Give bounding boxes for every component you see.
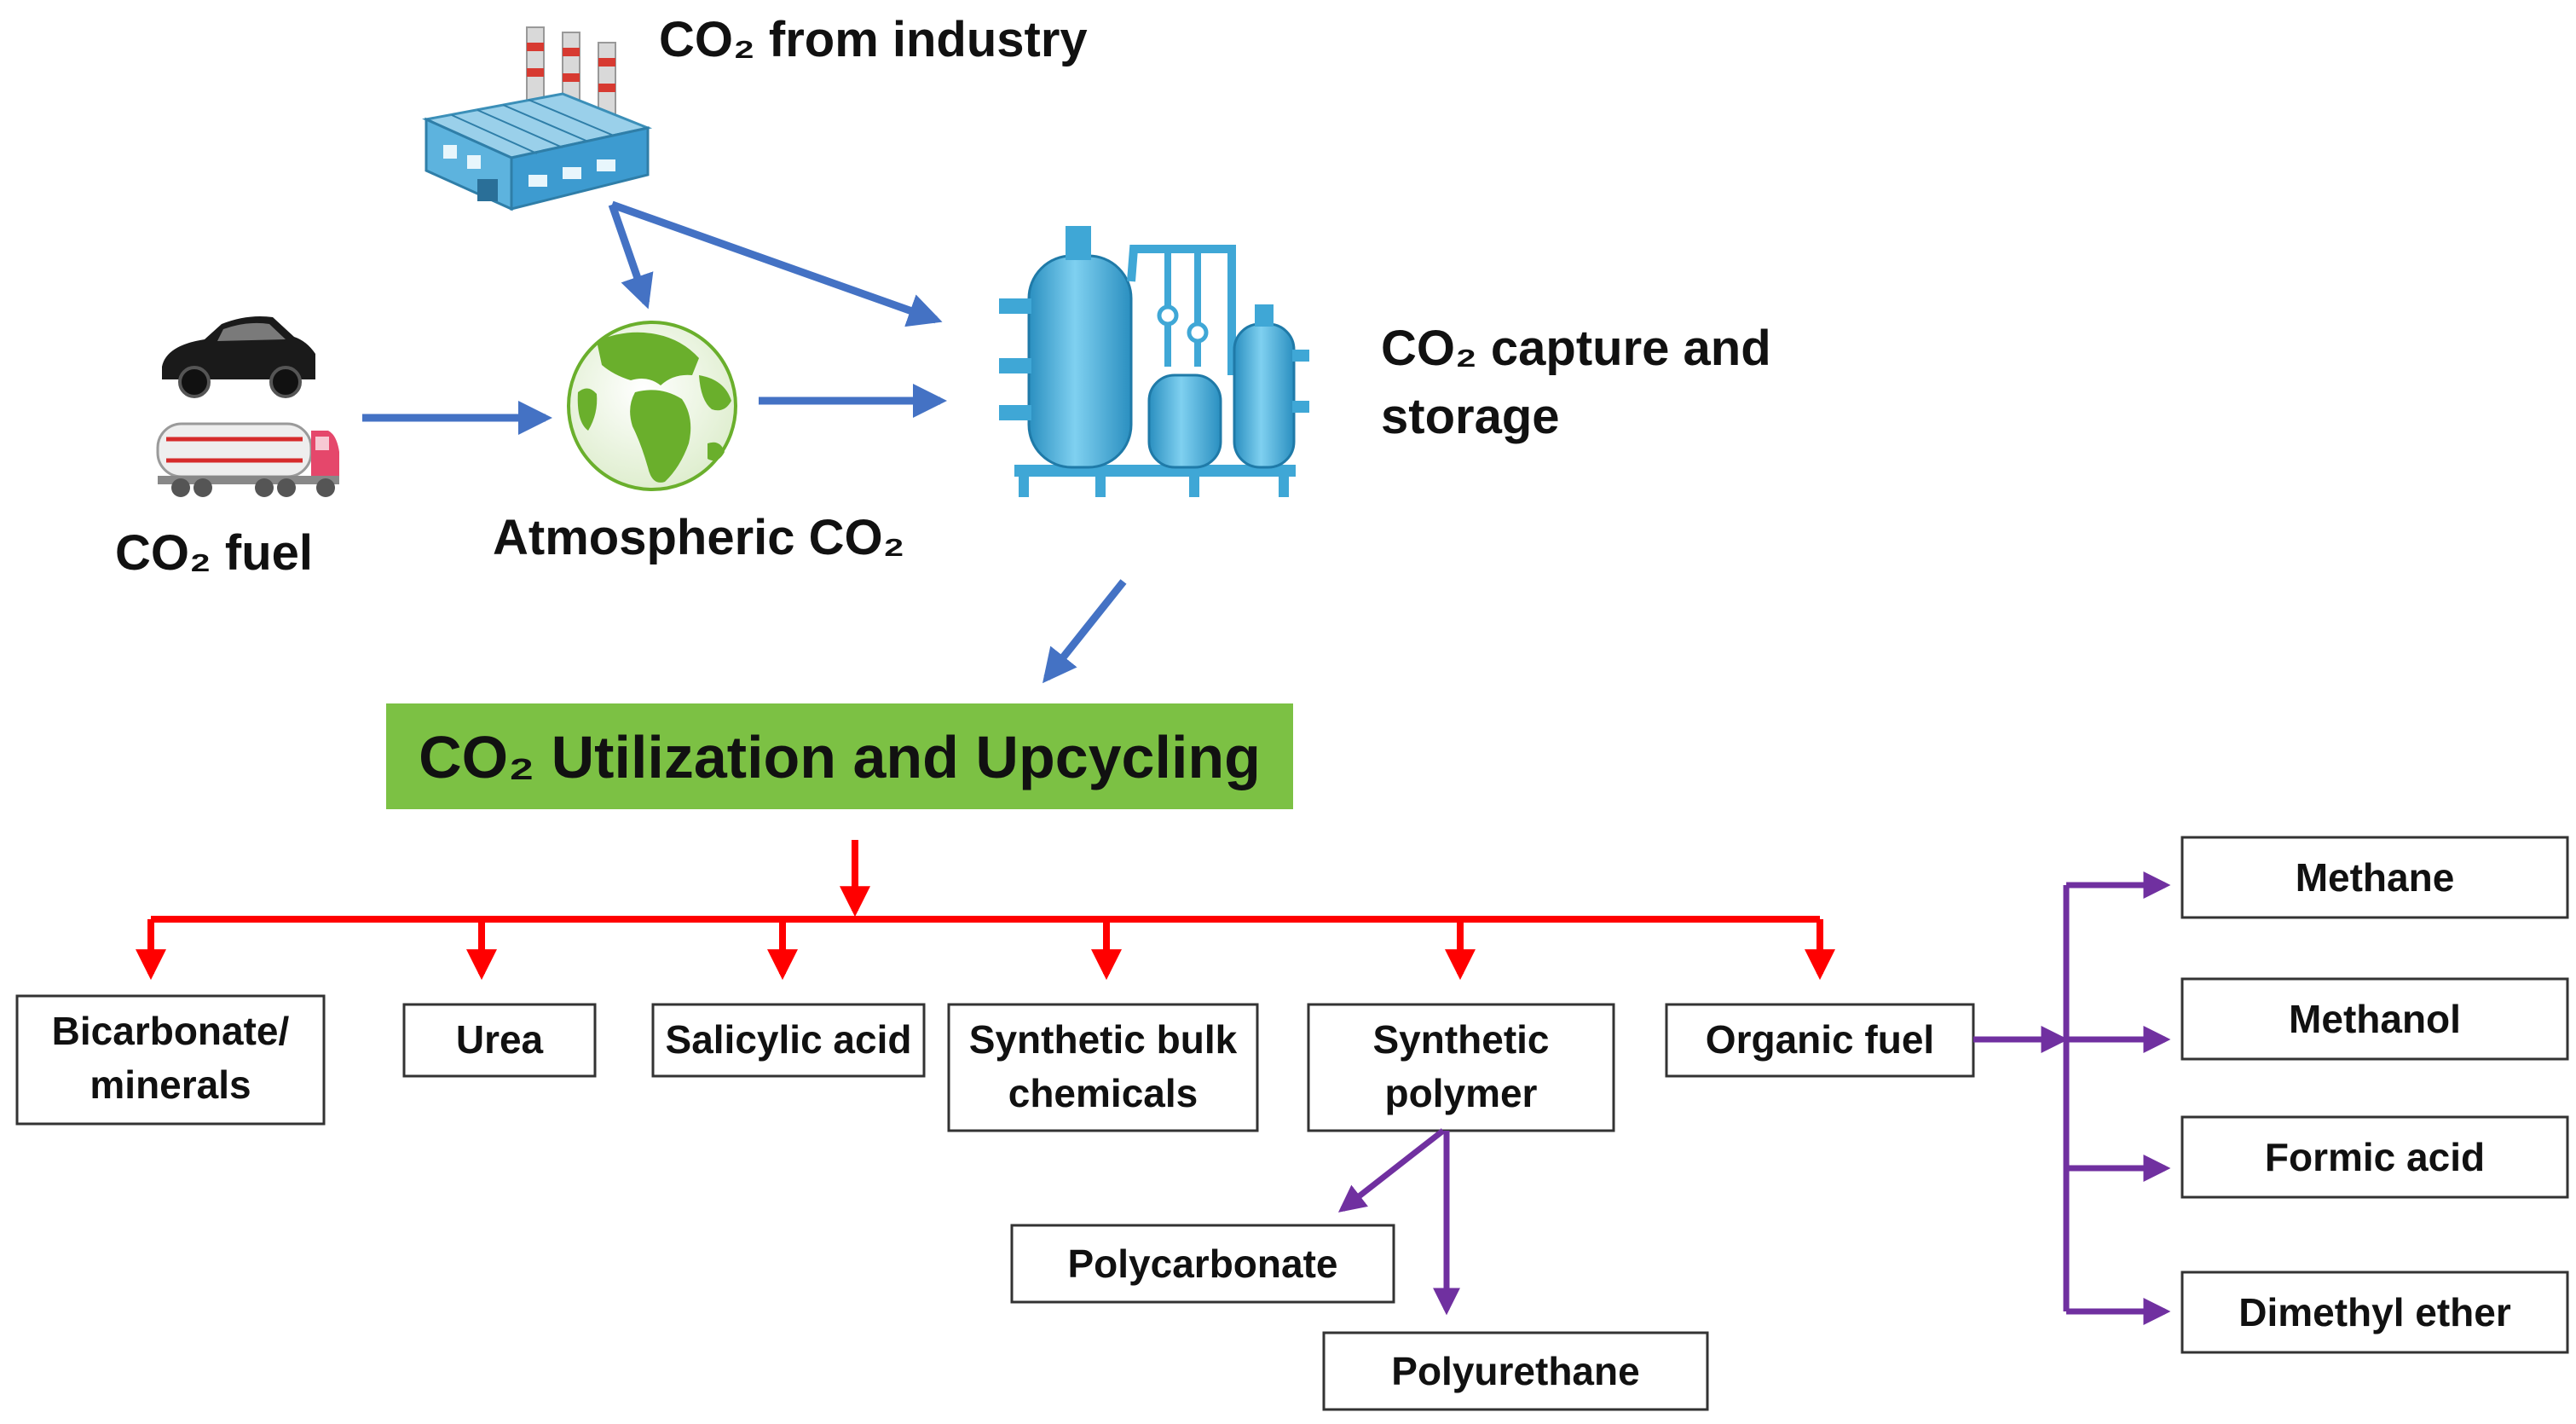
capture-plant-icon bbox=[999, 226, 1309, 497]
product-salicylic-acid: Salicylic acid bbox=[651, 1003, 926, 1078]
earth-globe-icon bbox=[567, 321, 737, 491]
car-icon bbox=[162, 316, 315, 398]
product-synthetic-polymer-line1: Synthetic bbox=[1372, 1017, 1549, 1062]
fuel-product-methanol: Methanol bbox=[2180, 977, 2569, 1061]
product-synthetic-bulk-line1: Synthetic bulk bbox=[969, 1017, 1238, 1062]
arrow-factory-to-capture bbox=[610, 200, 943, 327]
product-synthetic-bulk-line2: chemicals bbox=[1008, 1071, 1198, 1115]
product-urea-label: Urea bbox=[456, 1017, 544, 1062]
polymer-product-polycarbonate: Polycarbonate bbox=[1010, 1224, 1395, 1304]
product-bicarbonate-line2: minerals bbox=[90, 1062, 251, 1107]
blue-flow-arrows bbox=[362, 200, 1127, 684]
polymer-branch-arrows bbox=[1337, 1128, 1460, 1316]
product-synthetic-polymer-line2: polymer bbox=[1385, 1071, 1538, 1115]
label-capture-line2: storage bbox=[1381, 389, 1560, 444]
fuel-product-formic-acid: Formic acid bbox=[2180, 1115, 2569, 1199]
factory-icon bbox=[422, 26, 653, 211]
utilization-title: CO₂ Utilization and Upcycling bbox=[419, 724, 1261, 790]
product-salicylic-acid-label: Salicylic acid bbox=[666, 1017, 912, 1062]
product-urea: Urea bbox=[402, 1003, 597, 1078]
product-synthetic-bulk-chemicals: Synthetic bulk chemicals bbox=[947, 1003, 1259, 1132]
methane-label: Methane bbox=[2296, 855, 2455, 900]
polymer-product-polyurethane: Polyurethane bbox=[1322, 1331, 1709, 1411]
label-capture-line1: CO₂ capture and bbox=[1381, 321, 1771, 376]
product-bicarbonate: Bicarbonate/ minerals bbox=[15, 994, 326, 1126]
product-synthetic-polymer: Synthetic polymer bbox=[1307, 1003, 1615, 1132]
polyurethane-label: Polyurethane bbox=[1391, 1349, 1639, 1393]
fuel-branch-arrows bbox=[1973, 871, 2171, 1325]
label-co2-fuel: CO₂ fuel bbox=[115, 525, 313, 581]
label-atmospheric-co2: Atmospheric CO₂ bbox=[493, 510, 904, 565]
arrow-capture-to-utilization bbox=[1043, 579, 1127, 684]
product-organic-fuel: Organic fuel bbox=[1665, 1003, 1975, 1078]
formic-acid-label: Formic acid bbox=[2265, 1135, 2485, 1179]
fuel-product-dimethyl-ether: Dimethyl ether bbox=[2180, 1271, 2569, 1354]
label-co2-from-industry: CO₂ from industry bbox=[659, 12, 1088, 67]
arrow-factory-to-globe bbox=[608, 203, 654, 310]
utilization-banner bbox=[386, 703, 1293, 809]
product-organic-fuel-label: Organic fuel bbox=[1706, 1017, 1934, 1062]
methanol-label: Methanol bbox=[2289, 997, 2461, 1041]
dimethyl-ether-label: Dimethyl ether bbox=[2238, 1290, 2511, 1334]
product-bicarbonate-line1: Bicarbonate/ bbox=[52, 1009, 290, 1053]
fuel-product-methane: Methane bbox=[2180, 836, 2569, 919]
polycarbonate-label: Polycarbonate bbox=[1068, 1242, 1338, 1286]
red-branch-arrows bbox=[136, 840, 1835, 981]
tanker-truck-icon bbox=[156, 422, 339, 497]
